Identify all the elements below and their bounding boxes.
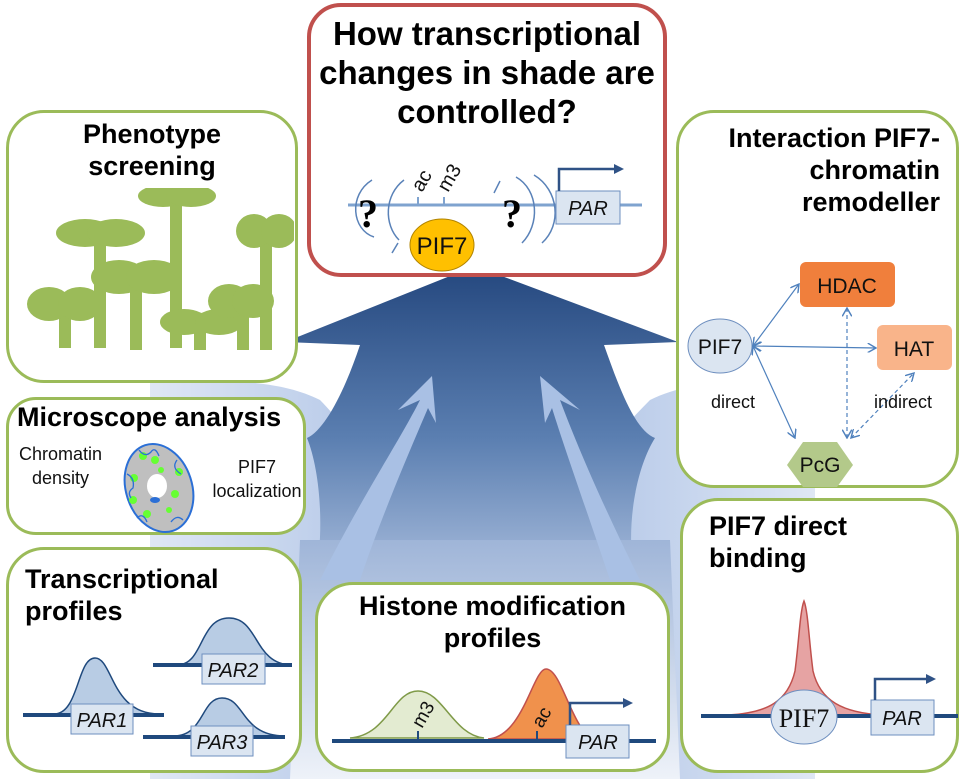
hat-node [877, 325, 952, 370]
pif7-label: PIF7 [417, 233, 468, 260]
profile-par1: PAR1 [23, 657, 164, 735]
par-gene-label: PAR [578, 732, 618, 754]
mark-label-m3: m3 [433, 160, 466, 195]
curved-arrow-icon [533, 174, 556, 244]
question-mark-right: ? [502, 191, 522, 236]
svg-text:HAT: HAT [894, 338, 935, 361]
svg-text:PAR1: PAR1 [77, 710, 128, 732]
microscope-title: Microscope analysis [17, 402, 282, 432]
pif7-label: PIF7 [779, 704, 830, 733]
mark-label-ac: ac [407, 166, 437, 195]
par-gene-box [870, 699, 935, 736]
svg-text:PIF7: PIF7 [698, 336, 742, 359]
pif7-localization-label: PIF7 localization [212, 457, 302, 502]
par-gene-box [565, 724, 630, 759]
edge-pif7-hat [753, 346, 876, 348]
central-question-box: How transcriptional changes in shade are… [307, 3, 667, 277]
pif7-direct-binding-box: PIF7 direct binding PIF7 PAR [680, 498, 959, 773]
hdac-node [800, 262, 895, 307]
direct-label: direct [711, 392, 755, 412]
question-title: How transcriptional changes in shade are… [319, 15, 655, 130]
pif7-ellipse [409, 218, 475, 272]
svg-text:HDAC: HDAC [817, 275, 877, 298]
pcg-node [787, 442, 853, 487]
profile-par2: PAR2 [153, 617, 293, 685]
phenotype-title: Phenotype screening [82, 119, 222, 181]
svg-text:PAR3: PAR3 [197, 732, 248, 754]
tss-arrow-icon [557, 167, 614, 191]
seedlings-icon [27, 188, 294, 350]
inner-arrow-right [540, 376, 640, 580]
curved-arc-icon [387, 179, 405, 241]
indirect-label: indirect [874, 392, 932, 412]
par-gene-label: PAR [568, 198, 608, 220]
m3-peak [349, 690, 485, 739]
curved-arrow-icon [355, 179, 375, 238]
profile-par3: PAR3 [143, 697, 286, 757]
binding-plot: PIF7 PAR [701, 598, 958, 745]
binding-peak [727, 598, 884, 716]
question-gene-diagram: ac m3 ? ? PIF7 PAR [348, 160, 642, 272]
binding-title: PIF7 direct binding [709, 511, 848, 573]
interaction-box: Interaction PIF7- chromatin remodeller H… [676, 110, 959, 488]
interaction-title: Interaction PIF7- chromatin remodeller [728, 123, 940, 217]
nucleus-icon [123, 443, 195, 533]
phenotype-screening-box: Phenotype screening [6, 110, 298, 383]
pif7-ellipse [770, 689, 838, 745]
svg-text:PcG: PcG [800, 454, 841, 477]
tss-arrow-icon [568, 701, 623, 725]
edge-pif7-hdac [753, 284, 799, 346]
svg-text:PAR2: PAR2 [208, 660, 259, 682]
histone-profile-plot: m3 ac PAR [332, 668, 656, 759]
transcriptional-profiles-box: Transcriptional profiles PAR1 PAR2 PAR3 [6, 547, 302, 773]
interaction-network: HDAC HAT PIF7 PcG direct indirect [687, 262, 952, 487]
chromatin-density-label: Chromatin density [19, 444, 103, 489]
edge-hat-pcg [851, 373, 914, 438]
histone-title: Histone modification profiles [358, 591, 626, 653]
par-gene-label: PAR [882, 708, 922, 730]
microscope-analysis-box: Microscope analysis Chromatin density PI… [6, 397, 306, 535]
curved-arc-icon [515, 176, 536, 244]
histone-modification-box: Histone modification profiles m3 ac PAR [315, 582, 670, 772]
inner-arrow-left [320, 376, 436, 580]
main-arrow-shape [285, 266, 678, 580]
transcription-profiles-plot: PAR1 PAR2 PAR3 [23, 617, 293, 757]
transcriptional-title: Transcriptional profiles [25, 564, 219, 626]
tss-arrow-icon [873, 677, 926, 700]
edge-pif7-pcg [753, 346, 795, 438]
question-mark-left: ? [358, 191, 378, 236]
par-gene-box [555, 190, 621, 225]
